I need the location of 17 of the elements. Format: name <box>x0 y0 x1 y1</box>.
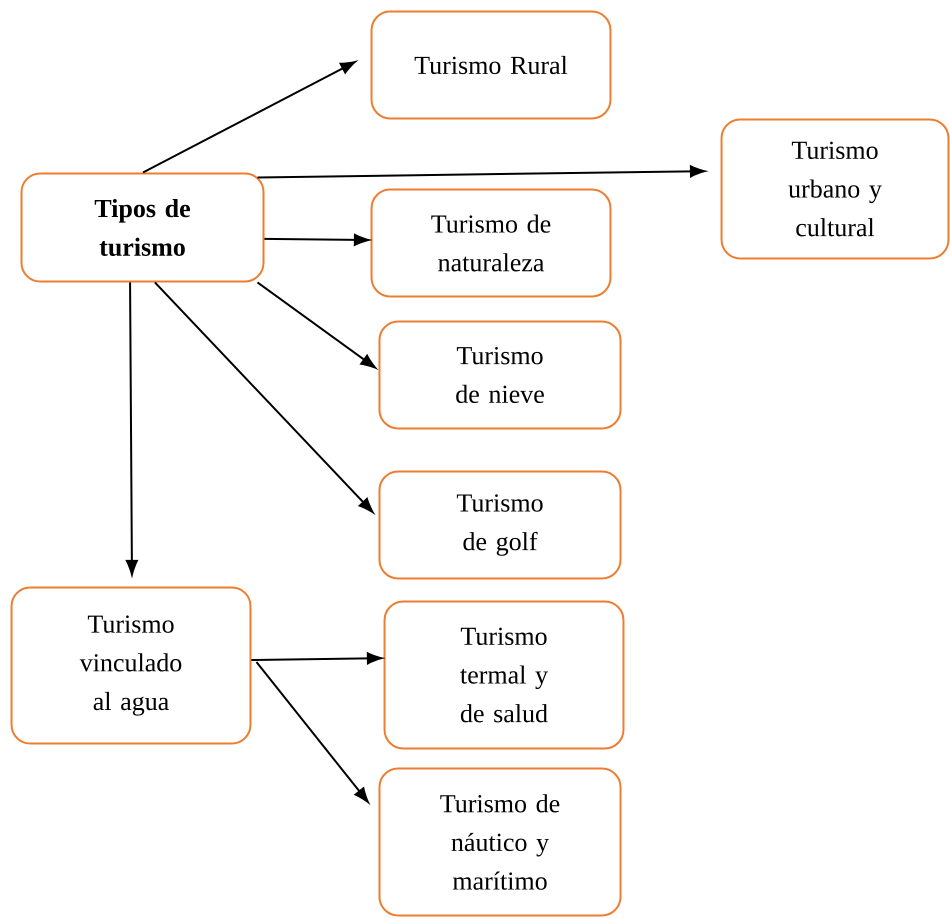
category-box: Turismo de golf <box>378 470 622 580</box>
arrow <box>258 165 706 178</box>
arrow <box>142 61 356 174</box>
arrow <box>256 282 376 368</box>
arrow <box>154 282 374 513</box>
category-box: Turismo de nieve <box>378 320 622 430</box>
arrow <box>256 661 369 803</box>
category-box: Turismo termal y de salud <box>384 600 624 750</box>
arrow <box>126 282 138 576</box>
arrow <box>264 234 370 246</box>
category-box: Turismo de naturaleza <box>370 188 612 298</box>
category-box: Turismo de náutico y marítimo <box>378 768 622 916</box>
category-box: Turismo urbano y cultural <box>720 118 950 260</box>
category-box: Turismo vinculado al agua <box>10 586 252 744</box>
category-box: Turismo Rural <box>370 10 612 120</box>
arrow <box>251 652 382 664</box>
root-box: Tipos de turismo <box>20 172 264 282</box>
